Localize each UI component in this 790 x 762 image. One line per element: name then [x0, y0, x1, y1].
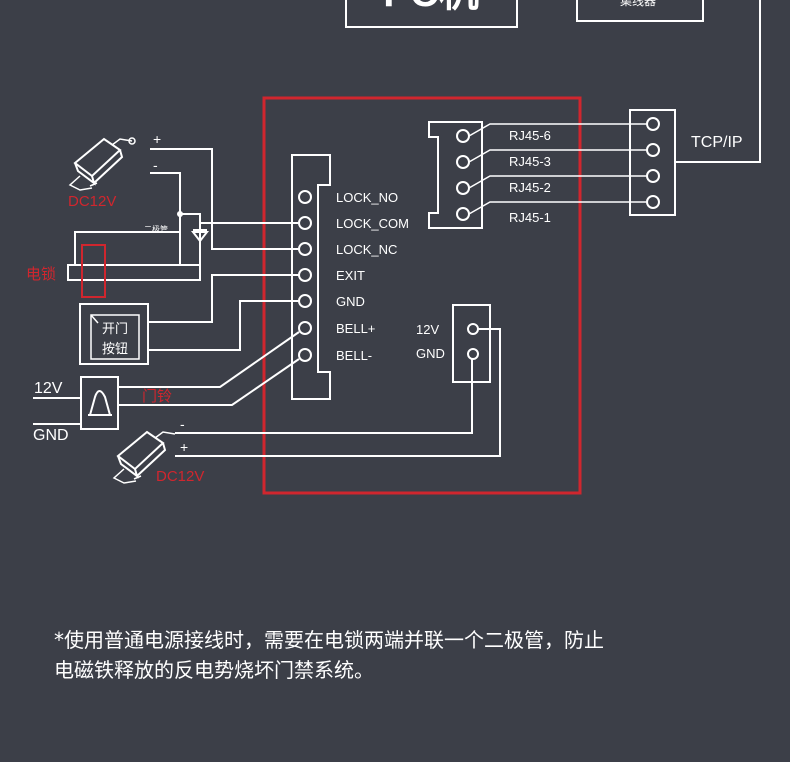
- lock-label: 电锁: [26, 266, 56, 283]
- wire-plus-to-lock-nc: [150, 148, 299, 250]
- power-in-screw-12v: [467, 323, 479, 335]
- electric-lock: [67, 231, 201, 298]
- junction-dot: [177, 211, 183, 217]
- wire-gnd: [148, 300, 299, 351]
- exit-button: [79, 303, 149, 365]
- power-in-screw-gnd: [467, 348, 479, 360]
- power-in-12v-label: 12V: [416, 322, 439, 337]
- bell-label: 门铃: [142, 388, 172, 405]
- diode-label: 二极管: [144, 224, 168, 234]
- power-adapter-top: [68, 137, 136, 191]
- rj45-1-label: RJ45-1: [509, 210, 551, 225]
- switch-label: 集线器: [620, 0, 656, 8]
- power-adapter-bottom: [112, 430, 176, 484]
- tcpip-link-wire: [675, 0, 761, 163]
- terminal-bell-minus: BELL-: [336, 348, 372, 363]
- power-top-plus: +: [153, 131, 161, 147]
- bell-gnd-label: GND: [33, 427, 69, 444]
- wire-minus-to-lock: [150, 172, 181, 265]
- controller-board: [262, 96, 582, 495]
- power-bottom-plus: +: [180, 439, 188, 455]
- pc-box: PC机: [345, 0, 518, 28]
- switch-box: 集线器: [576, 0, 704, 22]
- wire-bell-to-bellplus: [118, 331, 300, 388]
- wire-exit: [148, 274, 299, 323]
- power-bottom-label: DC12V: [156, 468, 204, 485]
- rj45-connector: [428, 121, 483, 229]
- terminal-bell-plus: BELL+: [336, 321, 375, 336]
- power-bottom-minus: -: [180, 416, 185, 432]
- wire-bottom-plus-to-12v: [175, 328, 501, 457]
- footnote-line-1: *使用普通电源接线时，需要在电锁两端并联一个二极管，防止: [54, 628, 604, 652]
- rj45-2-label: RJ45-2: [509, 180, 551, 195]
- tcpip-connector: [629, 109, 676, 216]
- terminal-lock-nc: LOCK_NC: [336, 242, 397, 257]
- wire-bell-to-bellminus: [118, 358, 300, 406]
- bell-12v-label: 12V: [34, 380, 63, 397]
- rj45-screws: [456, 129, 470, 221]
- terminal-gnd: GND: [336, 294, 365, 309]
- footnote: *使用普通电源接线时，需要在电锁两端并联一个二极管，防止 电磁铁释放的反电势烧坏…: [54, 625, 754, 685]
- tcpip-screws: [646, 117, 660, 209]
- terminal-exit: EXIT: [336, 268, 365, 283]
- power-in-gnd-label: GND: [416, 346, 445, 361]
- pc-label: PC机: [383, 0, 479, 15]
- door-bell: [80, 376, 119, 430]
- terminal-lock-no: LOCK_NO: [336, 190, 398, 205]
- exit-button-label-2: 按钮: [102, 341, 128, 356]
- rj45-3-label: RJ45-3: [509, 154, 551, 169]
- wire-bottom-minus-to-gnd: [175, 359, 473, 434]
- rj45-wires: [468, 123, 647, 215]
- power-top-label: DC12V: [68, 193, 116, 210]
- rj45-labels: RJ45-6 RJ45-3 RJ45-2 RJ45-1: [509, 128, 551, 225]
- terminal-labels: LOCK_NO LOCK_COM LOCK_NC EXIT GND BELL+ …: [336, 190, 409, 363]
- terminal-block: [291, 154, 331, 400]
- terminal-screws: [298, 190, 312, 362]
- tcpip-label: TCP/IP: [691, 134, 743, 151]
- diode-symbol: [180, 213, 299, 266]
- terminal-lock-com: LOCK_COM: [336, 216, 409, 231]
- exit-button-label-1: 开门: [102, 321, 128, 336]
- power-top-minus: -: [153, 157, 158, 173]
- footnote-line-2: 电磁铁释放的反电势烧坏门禁系统。: [54, 658, 374, 682]
- rj45-6-label: RJ45-6: [509, 128, 551, 143]
